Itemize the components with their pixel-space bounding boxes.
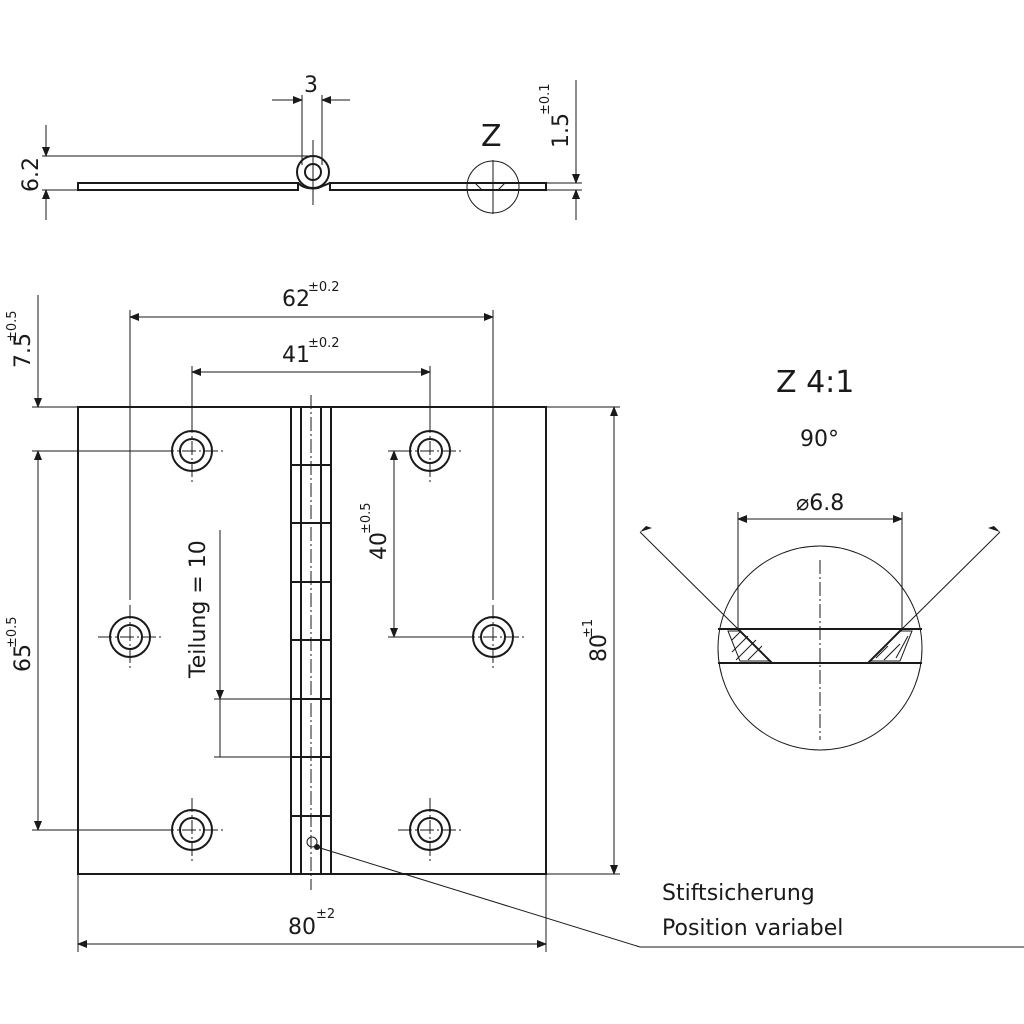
leader-line: [316, 846, 641, 948]
note-line-2: Position variabel: [662, 916, 843, 941]
angle-arrow: [988, 526, 1000, 532]
knuckle-wrap: [297, 182, 331, 190]
detail-title: Z 4:1: [776, 365, 854, 400]
hole: [98, 605, 162, 669]
dim-top-offset-tol: ±0.5: [5, 310, 20, 342]
section-hatch-left: [727, 630, 772, 662]
angle-line: [901, 531, 1001, 630]
right-leaf-side: [329, 182, 547, 191]
dim-thickness-tol: ±0.1: [538, 83, 553, 115]
dim-width-tol: ±2: [316, 907, 335, 922]
front-view: 62 ±0.2 41 ±0.2 7.5 ±0.5 65 ±0.5 40 ±0.5…: [5, 280, 1024, 952]
left-leaf-side: [77, 182, 299, 191]
detail-angle: 90°: [800, 427, 839, 452]
detail-diameter: ⌀6.8: [796, 491, 844, 516]
dim-pin-width: 3: [304, 73, 318, 98]
hole: [398, 798, 462, 862]
countersink-marks: [474, 182, 506, 191]
dim-inner-spacing-tol: ±0.5: [359, 502, 374, 534]
pin-lock: [306, 836, 318, 848]
dim-top-offset: 7.5: [11, 333, 36, 368]
detail-view: Z 4:1 90° ⌀6.8: [639, 365, 1001, 751]
dim-hole-spacing: 65: [11, 644, 36, 672]
section-hatch-right: [868, 630, 913, 662]
dim-thickness: 1.5: [549, 113, 574, 148]
detail-circle: [717, 545, 923, 751]
dim-height: 80: [587, 634, 612, 662]
dim-width: 80: [288, 915, 316, 940]
dim-inner-spacing: 40: [367, 532, 392, 560]
angle-arrow: [640, 526, 652, 532]
angle-line: [639, 531, 739, 630]
hole: [160, 798, 224, 862]
dim-hole-spacing-tol: ±0.5: [5, 616, 20, 648]
dim-side-height: 6.2: [19, 157, 44, 192]
detail-z-marker: Z: [481, 119, 502, 154]
dim-height-tol: ±1: [581, 619, 596, 638]
hole: [160, 419, 224, 483]
pitch-label: Teilung = 10: [186, 540, 211, 679]
note-line-1: Stiftsicherung: [662, 881, 815, 906]
right-leaf: [330, 406, 547, 875]
dim-inner-holes: 41: [282, 343, 310, 368]
dim-outer-holes: 62: [282, 287, 310, 312]
dim-inner-holes-tol: ±0.2: [308, 336, 340, 351]
dim-outer-holes-tol: ±0.2: [308, 280, 340, 295]
side-view: 3 6.2 1.5 ±0.1 Z: [19, 73, 582, 220]
